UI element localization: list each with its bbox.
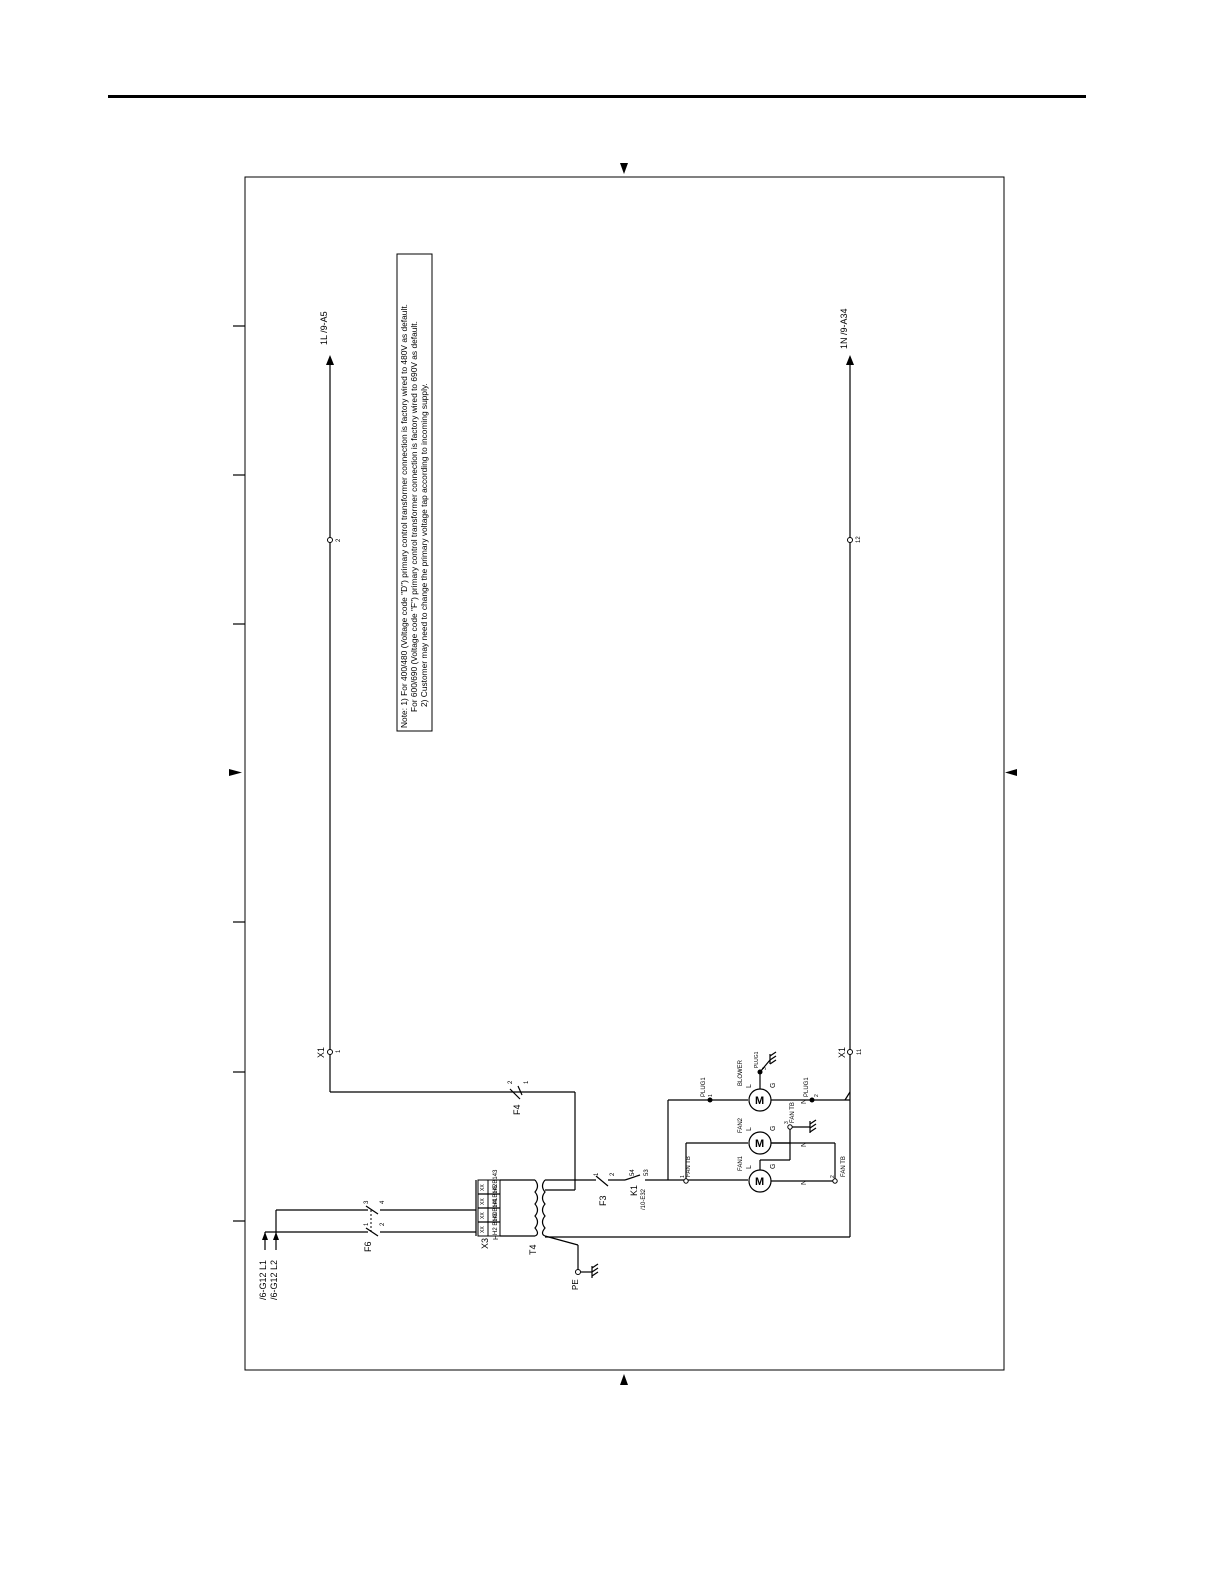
label-k1-ref: /10-E32 xyxy=(641,1188,647,1210)
header-rule xyxy=(108,95,1086,98)
label-x1-top-pin: 1 xyxy=(336,1049,342,1053)
label-f3-pin1: 1 xyxy=(594,1172,600,1176)
label-f6-pin2: 2 xyxy=(380,1222,386,1226)
label-plug1-left: PLUG1 xyxy=(701,1077,707,1097)
blower-motor-m: M xyxy=(755,1095,764,1107)
bottom-center-arrow xyxy=(620,1374,628,1385)
label-k1-54: 54 xyxy=(630,1169,636,1176)
label-f4: F4 xyxy=(512,1104,522,1115)
blower-g-pin: G xyxy=(770,1083,777,1088)
drawing-border xyxy=(244,176,1005,1371)
label-pe: PE xyxy=(571,1279,580,1290)
label-fan-tb-2: FAN TB xyxy=(841,1156,847,1177)
note-line-1: Note: 1) For 400/480 (Voltage code "D") … xyxy=(399,304,409,728)
fan-tb-terminal-3 xyxy=(787,1124,793,1130)
label-f4-pin2: 2 xyxy=(508,1080,514,1084)
label-x1-bottom: X1 xyxy=(837,1047,847,1058)
blower-l-pin: L xyxy=(746,1084,753,1088)
plug1-dot-2 xyxy=(809,1097,815,1103)
x1-terminal-11 xyxy=(847,1049,853,1055)
label-fan1: FAN1 xyxy=(738,1155,744,1171)
label-1l-out: 1L /9-A5 xyxy=(319,311,329,345)
x1-terminal-1 xyxy=(327,1049,333,1055)
pe-ground xyxy=(544,1235,599,1278)
label-fan-tb-pin2: 2 xyxy=(830,1175,836,1178)
label-plug1-top: PLUG1 xyxy=(754,1051,760,1068)
label-fan-tb-3: FAN TB xyxy=(790,1102,796,1123)
top-center-arrow xyxy=(620,163,628,174)
label-x1-top: X1 xyxy=(316,1047,326,1058)
label-fan-tb-pin3: 3 xyxy=(784,1121,790,1124)
fan1-n-pin: N xyxy=(801,1180,808,1185)
fan2-n-pin: N xyxy=(801,1142,808,1147)
note-line-3: 2) Customer may need to change the prima… xyxy=(419,383,429,707)
label-h: H xyxy=(493,1235,500,1240)
label-l2-input: /6-G12 L2 xyxy=(269,1260,279,1300)
fan2-motor-m: M xyxy=(755,1138,764,1150)
blower-n-pin: N xyxy=(801,1099,808,1104)
label-f6-pin1: 1 xyxy=(364,1222,370,1226)
label-f6-pin4: 4 xyxy=(380,1200,386,1204)
label-plug1-pin3: 3 xyxy=(762,1067,768,1070)
label-k1-53: 53 xyxy=(644,1169,650,1176)
transformer-t4 xyxy=(534,1179,546,1237)
label-f3: F3 xyxy=(598,1195,608,1206)
label-tap-h2: H2 B140 xyxy=(493,1211,499,1235)
label-plug1-pin1: 1 xyxy=(708,1094,714,1097)
fan2-g-pin: G xyxy=(770,1126,777,1131)
label-fan2: FAN2 xyxy=(738,1117,744,1133)
left-center-arrow xyxy=(229,769,242,776)
fuse-f4 xyxy=(509,1085,523,1100)
label-tap-box-4: XX xyxy=(480,1184,486,1191)
label-f3-pin2: 2 xyxy=(610,1172,616,1176)
label-tap-box-3: XX xyxy=(480,1198,486,1205)
label-plug1-pin2: 2 xyxy=(814,1094,820,1097)
label-tap-h5: H5 B143 xyxy=(493,1169,499,1193)
plug1-dot-1 xyxy=(707,1097,713,1103)
fan1-g-pin: G xyxy=(770,1164,777,1169)
label-f4-pin1: 1 xyxy=(524,1080,530,1084)
fan1-l-pin: L xyxy=(746,1165,753,1169)
label-tap-h4: H4 B142 xyxy=(493,1183,499,1207)
transformer-tap-block xyxy=(475,1179,535,1237)
fan-tb-terminal-2 xyxy=(832,1178,838,1184)
wire-1l xyxy=(326,355,576,1191)
label-x1-12: 12 xyxy=(856,536,862,543)
motor-ground-symbols xyxy=(769,1051,817,1133)
label-1n-out: 1N /9-A34 xyxy=(839,308,849,349)
label-x3: X3 xyxy=(480,1238,490,1249)
wire-1n xyxy=(545,355,854,1238)
label-x1-bottom-pin: 11 xyxy=(857,1048,863,1055)
label-l1-input: /6-G12 L1 xyxy=(258,1260,268,1300)
x1-terminal-12 xyxy=(847,537,853,543)
label-tap-box-2: XX xyxy=(480,1212,486,1219)
fan1-motor-m: M xyxy=(755,1176,764,1188)
blower-motor xyxy=(748,1059,850,1112)
note-box xyxy=(396,253,433,732)
centering-arrows xyxy=(229,163,1017,1385)
right-center-arrow xyxy=(1005,769,1017,776)
label-blower: BLOWER xyxy=(738,1059,744,1086)
plug1-dot-3 xyxy=(757,1069,763,1075)
label-t4: T4 xyxy=(528,1244,538,1255)
label-x1-2: 2 xyxy=(336,538,342,542)
input-wires xyxy=(262,1209,476,1250)
x1-terminal-2 xyxy=(327,537,333,543)
label-tap-box-1: XX xyxy=(480,1226,486,1233)
label-fan-tb-1: FAN TB xyxy=(686,1156,692,1177)
label-f6-pin3: 3 xyxy=(364,1200,370,1204)
label-tap-h3: H3 B141 xyxy=(493,1197,499,1221)
frame-ticks xyxy=(233,325,245,1222)
fan1-motor xyxy=(748,1142,836,1193)
label-k1: K1 xyxy=(629,1185,639,1196)
label-plug1-right: PLUG1 xyxy=(804,1077,810,1097)
label-f6: F6 xyxy=(363,1241,373,1252)
fan2-l-pin: L xyxy=(746,1127,753,1131)
note-line-2: For 600/690 (Voltage code "F") primary c… xyxy=(409,321,419,712)
label-fan-tb-pin1: 1 xyxy=(680,1175,686,1178)
fan-tb-terminal-1 xyxy=(683,1178,689,1184)
fuse-f6 xyxy=(365,1205,379,1237)
